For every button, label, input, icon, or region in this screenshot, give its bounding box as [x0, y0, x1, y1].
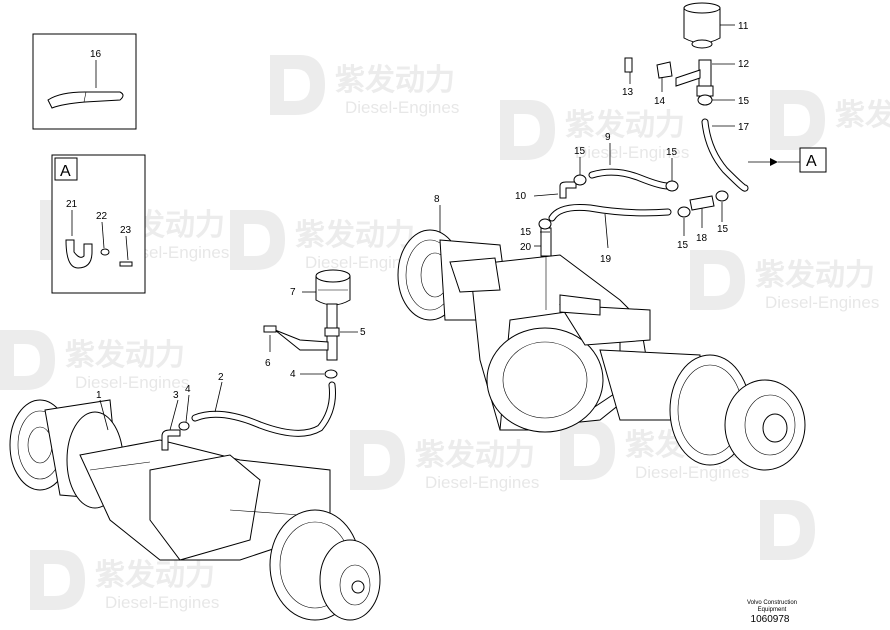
label-21: 21: [66, 199, 78, 210]
watermark-cn: 紫发动力: [95, 558, 215, 593]
label-17: 17: [738, 122, 750, 133]
watermark-en: Diesel-Engines: [575, 143, 689, 162]
label-15-left: 15: [574, 146, 586, 157]
label-18: 18: [696, 233, 708, 244]
label-20: 20: [520, 242, 532, 253]
reference-box-label: A: [806, 153, 817, 170]
label-6: 6: [265, 358, 271, 369]
label-15-top: 15: [738, 96, 750, 107]
watermark-cn: 紫发动力: [295, 218, 415, 253]
elbow-fitting-icon: [559, 181, 577, 199]
watermark-en: Diesel-Engines: [75, 373, 189, 392]
watermark-logo: 紫发动力 Diesel-Engines: [690, 250, 879, 312]
clamp-icon: [65, 239, 93, 269]
label-8: 8: [434, 194, 440, 205]
watermark-cn: 紫发动力: [415, 438, 535, 473]
detail-box-a: A 21 22 23: [51, 154, 146, 294]
label-15-right: 15: [717, 224, 729, 235]
watermark-en: Diesel-Engines: [635, 463, 749, 482]
watermark-cn: 紫发动力: [335, 63, 455, 98]
watermark-cn: 紫发动力: [565, 108, 685, 143]
watermark-logo: 紫发动力 Diesel-Engines: [230, 210, 419, 272]
label-16: 16: [90, 49, 102, 60]
rear-axle: 8: [397, 194, 806, 471]
watermark-logo: 紫发动力 Diesel-Engines: [0, 330, 189, 392]
pipe-fitting-icon: [698, 59, 712, 89]
arrow-icon: [770, 158, 778, 166]
watermark-en: Diesel-Engines: [345, 98, 459, 117]
watermark-logo: 紫发动力 Diesel-Engines: [270, 55, 459, 117]
washer-icon: [100, 248, 110, 256]
footer-brand-line1: Volvo Construction: [746, 600, 798, 606]
front-axle: 1: [9, 390, 381, 621]
footer-brand: Volvo Construction Equipment: [722, 600, 822, 614]
watermark-logo: 紫发动力: [770, 90, 890, 150]
label-11: 11: [738, 21, 749, 32]
watermark-en: Diesel-Engines: [305, 253, 419, 272]
watermark-logo: [760, 500, 815, 560]
label-4-upper: 4: [290, 369, 296, 380]
label-4-front: 4: [185, 384, 191, 395]
footer-brand-line2: Equipment: [757, 607, 787, 613]
label-5: 5: [360, 327, 366, 338]
watermark-en: Diesel-Engines: [765, 293, 879, 312]
front-breather-system: 3 4 2 4 5 6 7: [161, 269, 366, 451]
label-9: 9: [605, 132, 611, 143]
label-23: 23: [120, 225, 132, 236]
watermark-cn: 紫发动力: [755, 258, 875, 293]
label-1: 1: [96, 390, 102, 401]
cable-tie-icon: [47, 91, 124, 109]
label-2: 2: [218, 372, 224, 383]
label-14: 14: [654, 96, 666, 107]
label-15-lower: 15: [520, 227, 532, 238]
watermark-cn: 紫发动力: [835, 98, 890, 133]
detail-box-cable-tie: 16: [32, 33, 137, 130]
watermark-en: Diesel-Engines: [425, 473, 539, 492]
label-19: 19: [600, 254, 612, 265]
watermark-logo: 紫发动力 Diesel-Engines: [350, 430, 539, 492]
label-7: 7: [290, 287, 296, 298]
watermark-cn: 紫发动力: [65, 338, 185, 373]
label-15-mid: 15: [666, 147, 678, 158]
watermark-en: Diesel-Engines: [105, 593, 219, 612]
label-3: 3: [173, 390, 179, 401]
drawing-number: 1060978: [750, 614, 790, 625]
watermark-logo: 紫发动力 Diesel-Engines: [30, 550, 219, 612]
rear-breather-system: 11 12 13 14 15 17 9 15 15 10 15 20 19 15…: [515, 2, 827, 310]
bolt-icon: [119, 261, 133, 267]
label-15-bottom: 15: [677, 240, 689, 251]
detail-box-label: A: [60, 163, 71, 180]
elbow-fitting-icon: [161, 429, 181, 451]
label-12: 12: [738, 59, 750, 70]
label-22: 22: [96, 211, 108, 222]
label-13: 13: [622, 87, 634, 98]
label-10: 10: [515, 191, 527, 202]
watermark-logo: 紫发动力 Diesel-Engines: [500, 100, 689, 162]
reference-box: [799, 147, 827, 173]
